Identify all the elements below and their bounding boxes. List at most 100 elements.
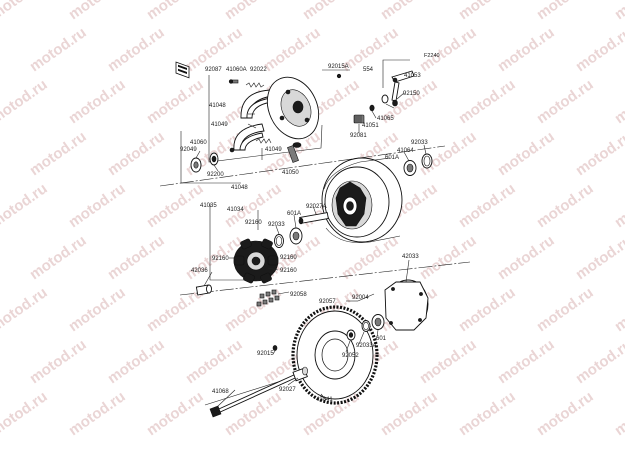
collar-92027 bbox=[292, 366, 308, 382]
label-92087: 92087 bbox=[205, 67, 222, 73]
label-601: 601 bbox=[376, 336, 387, 342]
watermark-text: motod.ru bbox=[612, 180, 625, 231]
watermark-text: motod.ru bbox=[0, 0, 51, 23]
watermark-text: motod.ru bbox=[144, 388, 207, 439]
watermark-text: motod.ru bbox=[534, 0, 597, 23]
collar-41060 bbox=[229, 147, 235, 153]
label-92160c: 92160 bbox=[212, 256, 229, 262]
watermark-text: motod.ru bbox=[105, 336, 168, 387]
watermark-text: motod.ru bbox=[573, 128, 625, 179]
watermark-text: motod.ru bbox=[573, 336, 625, 387]
watermark-text: motod.ru bbox=[456, 284, 519, 335]
bolt-92087 bbox=[228, 79, 239, 84]
watermark-text: motod.ru bbox=[417, 24, 480, 75]
bearing-41064 bbox=[403, 160, 417, 176]
watermark-text: motod.ru bbox=[27, 24, 90, 75]
brake-cam bbox=[287, 142, 302, 163]
label-41049b: 41049 bbox=[265, 147, 282, 153]
watermark-text: motod.ru bbox=[456, 180, 519, 231]
watermark-text: motod.ru bbox=[612, 388, 625, 439]
collar-42036 bbox=[195, 284, 212, 296]
collar-41065 bbox=[336, 73, 389, 112]
part-labels: 92087 41060A 92022 92015A 554 41053 4104… bbox=[180, 64, 428, 403]
brake-shoe-lower bbox=[233, 123, 265, 151]
watermark-text: motod.ru bbox=[534, 76, 597, 127]
label-92033b: 92033 bbox=[268, 222, 285, 228]
label-41068: 41068 bbox=[212, 389, 229, 395]
label-92081: 92081 bbox=[350, 133, 367, 139]
label-92160d: 92160 bbox=[280, 268, 297, 274]
label-554: 554 bbox=[363, 67, 374, 73]
watermark-text: motod.ru bbox=[573, 24, 625, 75]
label-41051: 41051 bbox=[362, 123, 379, 129]
label-42036: 42036 bbox=[191, 268, 208, 274]
sprocket-nuts bbox=[256, 289, 280, 307]
watermark-text: motod.ru bbox=[261, 24, 324, 75]
label-92027: 92027 bbox=[279, 387, 296, 393]
watermark-text: motod.ru bbox=[495, 232, 558, 283]
watermark-text: motod.ru bbox=[144, 76, 207, 127]
seal-92033-mid bbox=[274, 234, 284, 248]
watermark-text: motod.ru bbox=[105, 128, 168, 179]
diagram-code: F2240 bbox=[424, 53, 440, 59]
watermark-text: motod.ru bbox=[66, 0, 129, 23]
label-41034: 41034 bbox=[227, 207, 244, 213]
watermark-text: motod.ru bbox=[495, 128, 558, 179]
watermark-text: motod.ru bbox=[144, 180, 207, 231]
collar-92027A bbox=[298, 212, 329, 225]
watermark-text: motod.ru bbox=[300, 0, 363, 23]
label-41064: 41064 bbox=[397, 148, 414, 154]
collar-92052 bbox=[346, 329, 356, 341]
rear-axle bbox=[209, 372, 301, 418]
group-brackets bbox=[180, 59, 410, 281]
spring-41051 bbox=[353, 114, 365, 124]
watermark-text: motod.ru bbox=[0, 388, 51, 439]
bearing-left bbox=[190, 152, 219, 173]
watermark-text: motod.ru bbox=[0, 76, 51, 127]
label-92160a: 92160 bbox=[245, 220, 262, 226]
watermark-text: motod.ru bbox=[183, 336, 246, 387]
label-92033A: 92033A bbox=[356, 343, 377, 349]
label-41053: 41053 bbox=[404, 73, 421, 79]
rear-hub bbox=[321, 157, 403, 243]
watermark-text: motod.ru bbox=[222, 0, 285, 23]
rear-sprocket bbox=[291, 305, 379, 405]
label-92150: 92150 bbox=[403, 91, 420, 97]
label-92049: 92049 bbox=[180, 147, 197, 153]
watermark-text: motod.ru bbox=[612, 0, 625, 23]
coupling-damper bbox=[233, 238, 279, 284]
label-92015A: 92015A bbox=[328, 64, 349, 70]
label-601Aa: 601A bbox=[385, 155, 399, 161]
watermark-text: motod.ru bbox=[66, 76, 129, 127]
watermark-text: motod.ru bbox=[27, 336, 90, 387]
seal-92033A bbox=[361, 320, 371, 332]
bearing-601 bbox=[371, 314, 385, 330]
label-41050: 41050 bbox=[282, 170, 299, 176]
label-92057: 92057 bbox=[319, 299, 336, 305]
watermark-text: motod.ru bbox=[534, 180, 597, 231]
watermark-text: motod.ru bbox=[27, 232, 90, 283]
watermark-text: motod.ru bbox=[612, 76, 625, 127]
label-92200: 92200 bbox=[207, 172, 224, 178]
sprocket-hub bbox=[384, 279, 429, 331]
label-601Ab: 601A bbox=[287, 211, 301, 217]
watermark-text: motod.ru bbox=[27, 128, 90, 179]
label-92052: 92052 bbox=[342, 353, 359, 359]
nut-92015 bbox=[272, 345, 278, 351]
watermark-text: motod.ru bbox=[417, 336, 480, 387]
label-41049a: 41049 bbox=[211, 122, 228, 128]
label-41060A: 41060A bbox=[226, 67, 247, 73]
label-42041: 42041 bbox=[316, 397, 333, 403]
watermark-text: motod.ru bbox=[66, 180, 129, 231]
watermark-text: motod.ru bbox=[456, 76, 519, 127]
stud-92004 bbox=[357, 293, 375, 302]
watermark-text: motod.ru bbox=[378, 0, 441, 23]
label-41048a: 41048 bbox=[209, 103, 226, 109]
watermark-text: motod.ru bbox=[66, 388, 129, 439]
label-41060: 41060 bbox=[190, 140, 207, 146]
watermark-text: motod.ru bbox=[0, 180, 51, 231]
bearing-601A bbox=[289, 227, 303, 245]
watermark-text: motod.ru bbox=[534, 388, 597, 439]
